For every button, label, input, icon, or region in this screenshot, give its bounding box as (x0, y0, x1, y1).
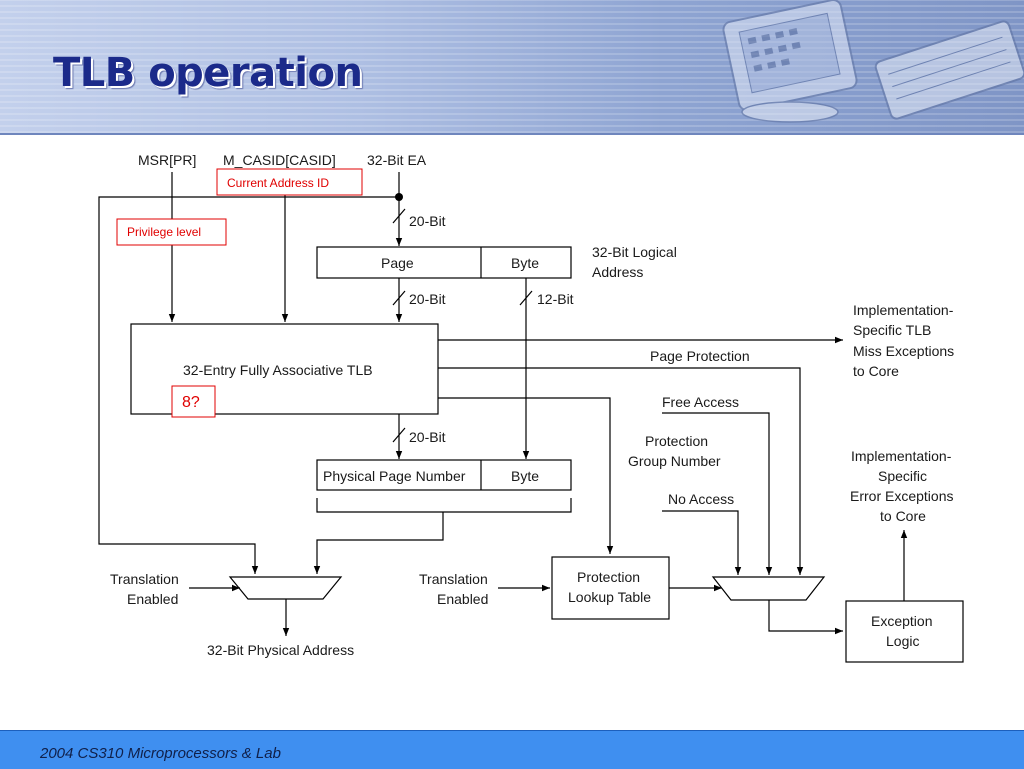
ea-bypass-line (98, 196, 399, 574)
tlb-miss-label-2: Specific TLB (853, 322, 931, 338)
tlb-miss-label-4: to Core (853, 363, 899, 379)
footer-bar: 2004 CS310 Microprocessors & Lab (0, 730, 1024, 769)
mux-to-exception-line (768, 600, 843, 635)
slide-title: TLB operation (53, 50, 363, 96)
combine-bracket (316, 498, 572, 513)
protection-group-label-2: Group Number (628, 453, 721, 469)
translation-enabled-label-1: Translation (110, 571, 179, 587)
ea-label: 32-Bit EA (367, 152, 427, 168)
current-address-id-label: Current Address ID (227, 176, 329, 190)
footer-text: 2004 CS310 Microprocessors & Lab (40, 745, 281, 762)
banner-divider (0, 133, 1024, 135)
entries-note-box (171, 385, 216, 418)
tlb-miss-label-3: Miss Exceptions (853, 343, 954, 359)
tlb-label: 32-Entry Fully Associative TLB (183, 362, 373, 378)
ppn-field-label: Physical Page Number (323, 468, 466, 484)
translation-enabled-label-2: Enabled (127, 591, 178, 607)
physical-address-output-label: 32-Bit Physical Address (207, 642, 354, 658)
protection-mux (711, 576, 826, 601)
bus-slash (519, 290, 533, 306)
translation-enabled-label-3: Translation (419, 571, 488, 587)
byte-field-label: Byte (511, 255, 539, 271)
physical-address-box (316, 459, 572, 491)
error-exc-label-1: Implementation- (851, 448, 952, 464)
no-access-line (662, 510, 742, 575)
bus-slash (392, 427, 406, 443)
no-access-label: No Access (668, 491, 734, 507)
protection-lookup-table-box (551, 556, 670, 620)
privilege-level-box (116, 218, 227, 246)
privilege-level-label: Privilege level (127, 225, 201, 239)
logical-address-label-1: 32-Bit Logical (592, 244, 677, 260)
bit12-label: 12-Bit (537, 291, 574, 307)
exception-logic-label-1: Exception (871, 613, 932, 629)
bus-slash (392, 290, 406, 306)
phys-byte-field-label: Byte (511, 468, 539, 484)
current-address-id-box (216, 168, 363, 196)
bit20-label-c: 20-Bit (409, 429, 446, 445)
tlb-to-protection-table-line (438, 397, 614, 554)
tlb-miss-label-1: Implementation- (853, 302, 954, 318)
logical-address-box (316, 246, 572, 279)
free-access-label: Free Access (662, 394, 739, 410)
combine-to-mux-line (313, 512, 444, 574)
casid-label: M_CASID[CASID] (223, 152, 336, 168)
error-exc-label-4: to Core (880, 508, 926, 524)
title-banner: TLB operation (0, 0, 1024, 133)
entries-note-label: 8? (182, 394, 200, 411)
computer-illustration (722, 0, 1024, 123)
bit20-label-b: 20-Bit (409, 291, 446, 307)
error-exc-label-2: Specific (878, 468, 927, 484)
tlb-diagram: MSR[PR] M_CASID[CASID] 32-Bit EA Current… (98, 152, 964, 663)
protection-table-label-1: Protection (577, 569, 640, 585)
error-exc-label-3: Error Exceptions (850, 488, 953, 504)
page-protection-label: Page Protection (650, 348, 750, 364)
exception-logic-label-2: Logic (886, 633, 919, 649)
bit20-label-a: 20-Bit (409, 213, 446, 229)
bus-slash (392, 208, 406, 224)
page-field-label: Page (381, 255, 414, 271)
logical-address-label-2: Address (592, 264, 643, 280)
free-access-line (662, 412, 773, 575)
page-protection-line (438, 367, 804, 575)
protection-table-label-2: Lookup Table (568, 589, 651, 605)
exception-logic-box (845, 600, 964, 663)
translation-enabled-label-4: Enabled (437, 591, 488, 607)
msr-pr-label: MSR[PR] (138, 152, 196, 168)
protection-group-label-1: Protection (645, 433, 708, 449)
address-mux (228, 576, 343, 600)
